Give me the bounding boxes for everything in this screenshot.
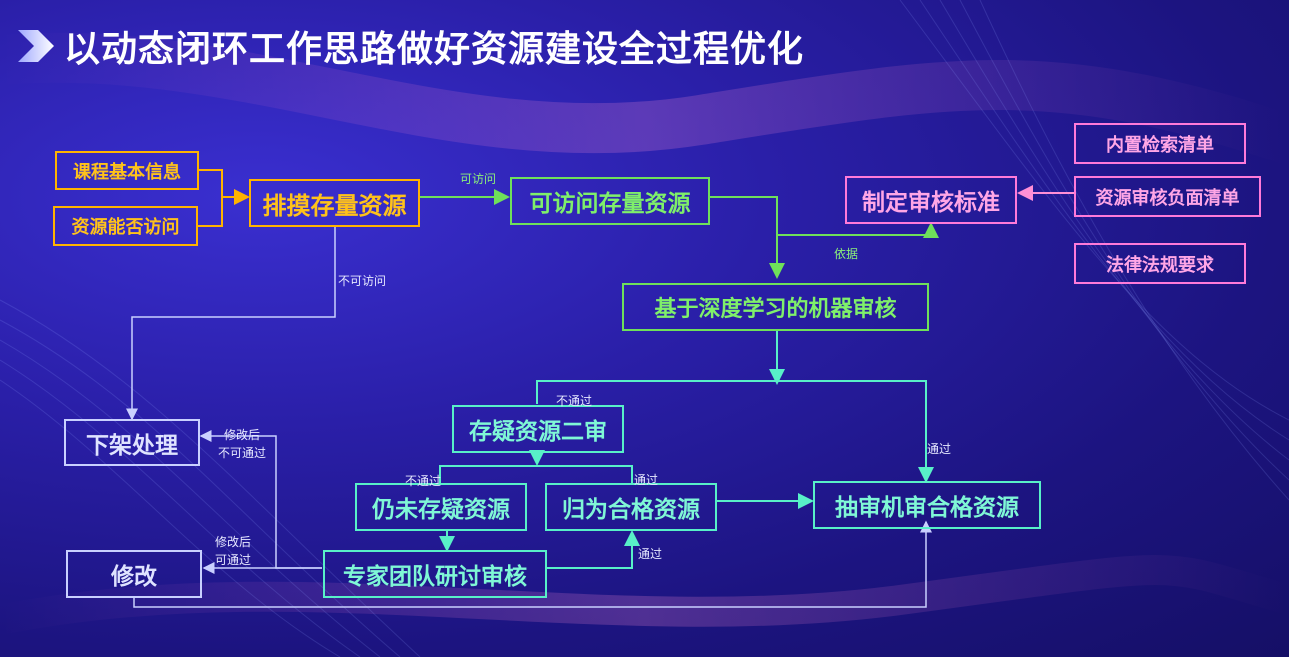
edge-label-after-modify-1: 修改后 — [224, 428, 261, 442]
node-ml-review: 基于深度学习的机器审核 — [622, 283, 929, 331]
chevron-right-icon — [18, 30, 54, 62]
node-modify: 修改 — [66, 550, 202, 598]
node-accessible-inventory: 可访问存量资源 — [510, 177, 710, 225]
node-resource-access: 资源能否访问 — [53, 206, 198, 246]
edge-label-pass-2: 通过 — [634, 473, 659, 487]
node-qualified: 归为合格资源 — [545, 483, 717, 531]
edge-label-basis: 依据 — [834, 247, 859, 261]
header: 以动态闭环工作思路做好资源建设全过程优化 — [16, 24, 804, 70]
node-takedown: 下架处理 — [64, 419, 200, 466]
node-course-info: 课程基本信息 — [55, 151, 199, 190]
node-builtin-search-list: 内置检索清单 — [1074, 123, 1246, 164]
edge-label-pass-3: 通过 — [638, 547, 663, 561]
edge-label-can-pass: 可通过 — [215, 553, 252, 567]
node-inventory-check: 排摸存量资源 — [249, 179, 420, 227]
edge-label-fail-2: 不通过 — [405, 474, 442, 488]
node-spot-check: 抽审机审合格资源 — [813, 481, 1041, 529]
node-still-doubtful: 仍未存疑资源 — [355, 483, 527, 531]
edge-label-accessible: 可访问 — [460, 172, 497, 186]
node-expert-review: 专家团队研讨审核 — [323, 550, 547, 598]
edge-label-still-fail-1: 不可通过 — [218, 446, 267, 460]
page-title: 以动态闭环工作思路做好资源建设全过程优化 — [64, 29, 805, 70]
node-second-review: 存疑资源二审 — [452, 405, 624, 453]
node-laws-regulations: 法律法规要求 — [1074, 243, 1246, 284]
node-negative-list: 资源审核负面清单 — [1074, 176, 1261, 217]
edge-label-pass-1: 通过 — [927, 442, 952, 456]
edge-label-fail-1: 不通过 — [556, 394, 593, 408]
node-set-standards: 制定审核标准 — [845, 176, 1017, 224]
edge-label-not-accessible: 不可访问 — [338, 274, 387, 288]
edge-label-after-modify-2: 修改后 — [215, 535, 252, 549]
